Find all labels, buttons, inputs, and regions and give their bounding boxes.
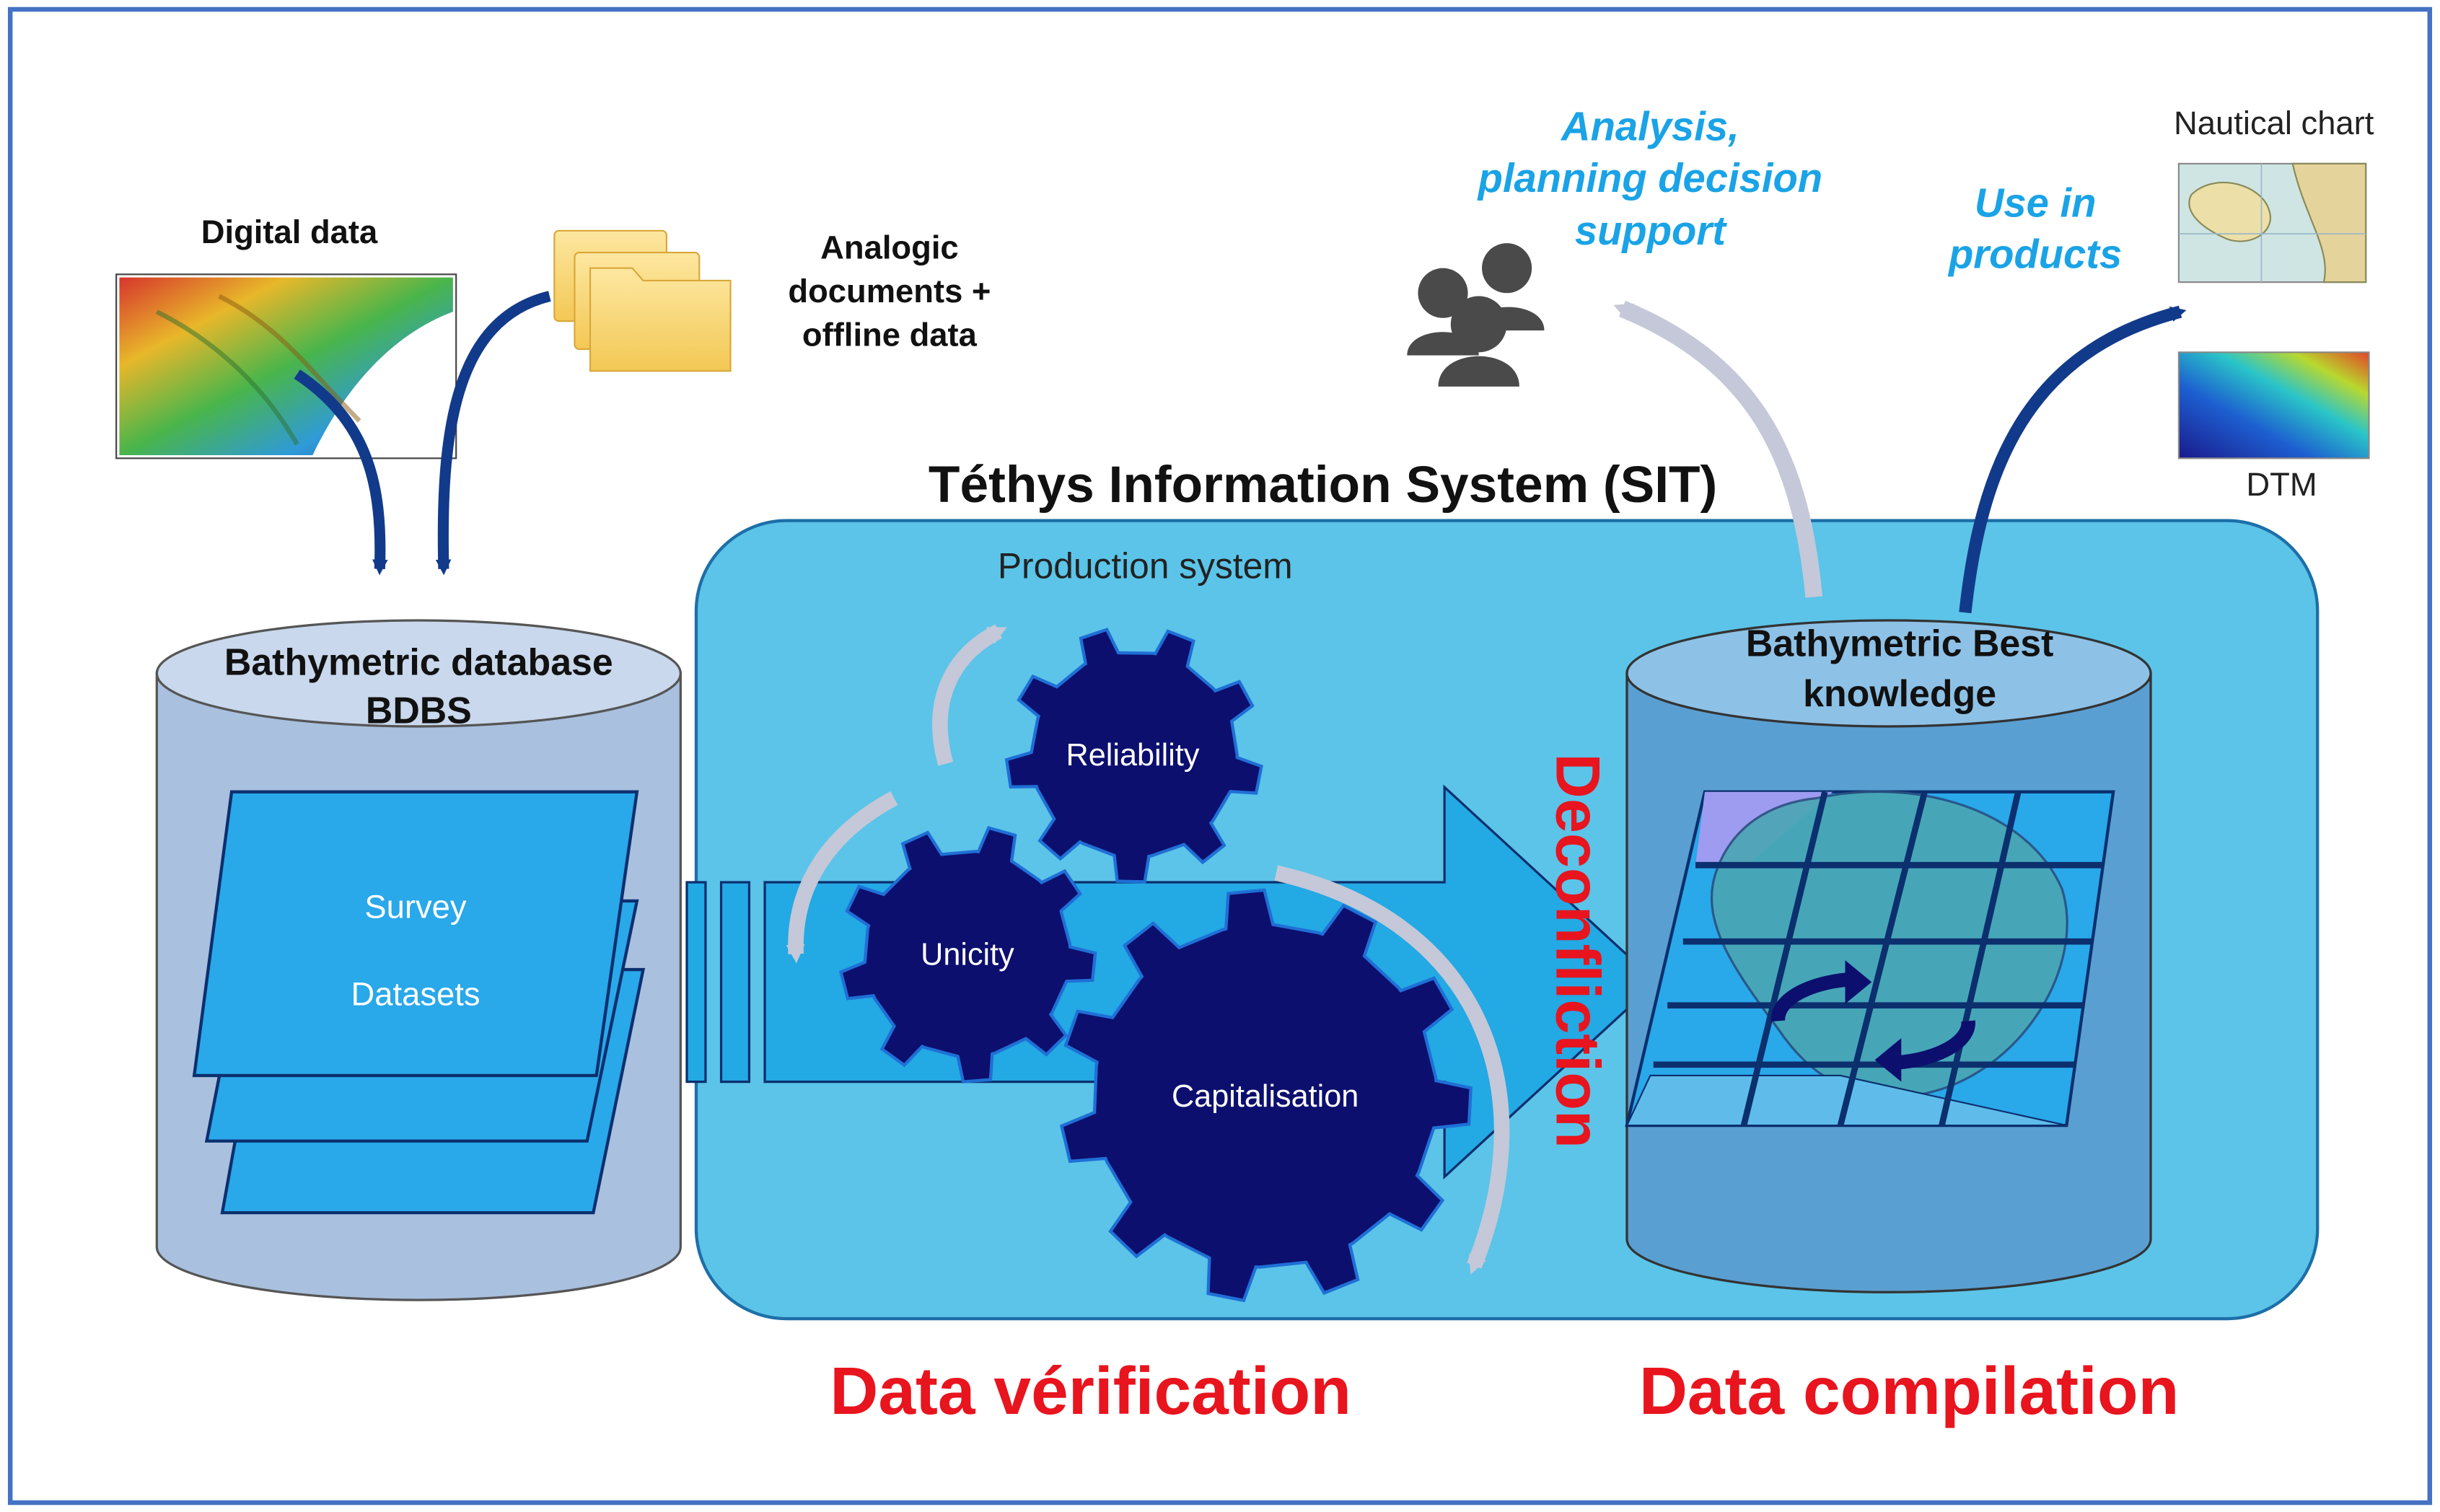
digital-input-arrow	[294, 369, 388, 576]
production-system-label: Production system	[998, 546, 1293, 586]
data-compilation-label: Data compilation	[1639, 1353, 2180, 1428]
system-title: Téthys Information System (SIT)	[929, 456, 1717, 514]
deconfliction-label: Deconfliction	[1543, 753, 1612, 1148]
bdbs-title-1: Bathymetric database	[224, 641, 613, 683]
bdbs-title-2: BDBS	[366, 690, 472, 731]
nautical-chart-label: Nautical chart	[2174, 105, 2374, 141]
data-verification-label: Data vérification	[830, 1353, 1351, 1428]
products-output-arrow	[1959, 305, 2187, 614]
survey-label-1: Survey	[364, 889, 466, 926]
gear-capitalisation-label: Capitalisation	[1172, 1079, 1359, 1114]
analysis-output-arrow	[1613, 300, 1823, 598]
analysis-label-3: support	[1575, 208, 1727, 253]
survey-dataset-stack	[192, 790, 646, 1215]
analogic-label-1: Analogic	[820, 229, 959, 266]
folder-icon	[553, 229, 732, 372]
cycle-arrow-right	[1274, 865, 1510, 1275]
cycle-arrow-top	[932, 624, 1007, 766]
use-label-2: products	[1947, 232, 2122, 277]
digital-data-label: Digital data	[201, 214, 378, 250]
use-label-1: Use in	[1975, 180, 2097, 225]
analogic-input-arrow	[435, 291, 551, 576]
analysis-label-1: Analysis,	[1560, 103, 1739, 149]
users-icon	[1407, 243, 1545, 387]
cycle-arrow-left	[786, 791, 898, 964]
gear-reliability-label: Reliability	[1066, 738, 1200, 773]
best-knowledge-title-1: Bathymetric Best	[1746, 623, 2053, 664]
analogic-label-3: offline data	[802, 317, 978, 353]
analysis-label-2: planning decision	[1477, 155, 1823, 201]
gear-reliability	[1004, 628, 1263, 884]
nautical-chart-image	[2177, 162, 2367, 284]
gear-capitalisation	[1059, 888, 1473, 1303]
dtm-image	[2177, 351, 2370, 460]
gear-unicity-label: Unicity	[921, 938, 1014, 972]
digital-data-image	[115, 273, 457, 460]
refresh-cycle-icon	[1770, 960, 1975, 1082]
dtm-label: DTM	[2246, 466, 2317, 503]
gear-unicity	[838, 826, 1097, 1084]
compilation-grid	[1625, 790, 2115, 1128]
best-knowledge-title-2: knowledge	[1803, 672, 1996, 714]
survey-label-2: Datasets	[351, 976, 480, 1013]
gears-group	[838, 628, 1473, 1303]
analogic-label-2: documents +	[788, 273, 991, 309]
